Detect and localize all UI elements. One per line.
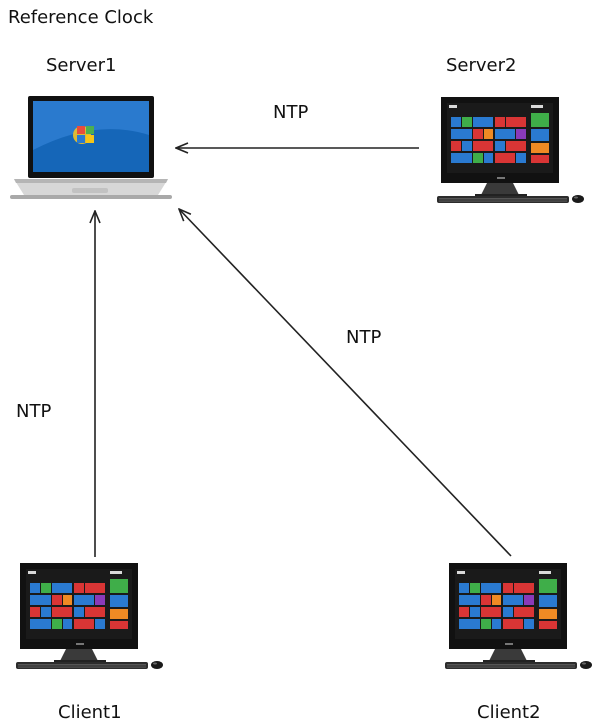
server1-laptop-icon [10,96,172,199]
server2-label: Server2 [446,55,517,76]
client2-label: Client2 [477,702,541,723]
reference-clock-caption: Reference Clock [8,7,154,28]
client1-label: Client1 [58,702,122,723]
server1-label: Server1 [46,55,117,76]
client1-desktop-computer-icon [16,563,163,669]
ntp-label-client2-link: NTP [346,327,382,348]
client2-desktop-computer-icon [445,563,592,669]
ntp-label-server2-link: NTP [273,102,309,123]
ntp-label-client1-link: NTP [16,401,52,422]
server2-desktop-computer-icon [437,97,584,203]
client2-to-server1-arrow [179,209,512,557]
